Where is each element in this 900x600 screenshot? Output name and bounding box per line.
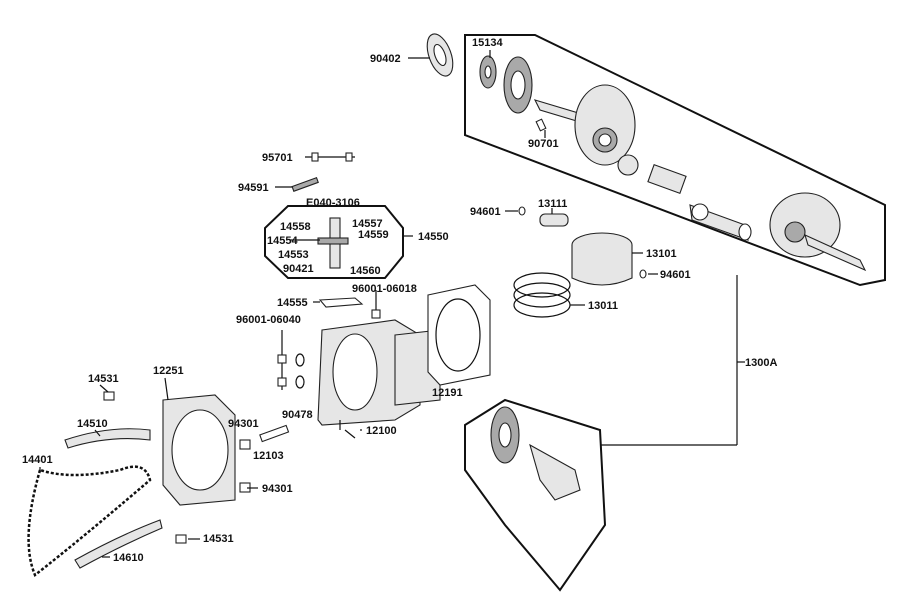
label-E040-3106: E040-3106 xyxy=(306,197,360,209)
washer-90402 xyxy=(408,33,454,77)
label-90402: 90402 xyxy=(370,53,401,65)
label-14401: 14401 xyxy=(22,454,53,466)
label-94601-bottom: 94601 xyxy=(660,269,691,281)
label-12100: 12100 xyxy=(366,425,397,437)
label-14554: 14554 xyxy=(267,235,298,247)
label-94301-bottom: 94301 xyxy=(262,483,293,495)
dowel-12103 xyxy=(259,424,290,443)
o-rings-90478 xyxy=(295,353,305,389)
label-90421: 90421 xyxy=(283,263,314,275)
label-14531-bottom: 14531 xyxy=(203,533,234,545)
chain-guide-14610 xyxy=(74,519,163,569)
label-94591: 94591 xyxy=(238,182,269,194)
label-96001-06018: 96001-06018 xyxy=(352,283,417,295)
balancer-box xyxy=(464,398,607,592)
label-90478: 90478 xyxy=(282,409,313,421)
crankshaft-assembly-box xyxy=(464,34,886,287)
leader-lines xyxy=(39,239,362,558)
label-14550: 14550 xyxy=(418,231,449,243)
crank-half-left xyxy=(533,84,636,166)
piston-pin-13111 xyxy=(505,206,658,279)
label-94601-top: 94601 xyxy=(470,206,501,218)
bolt-14531-bottom xyxy=(175,534,187,544)
label-13111: 13111 xyxy=(538,198,567,210)
piston-13101 xyxy=(571,232,643,286)
label-14610: 14610 xyxy=(113,552,144,564)
chain-guide-14510 xyxy=(64,428,151,449)
dowel-94301-top xyxy=(239,439,251,450)
gasket-12191 xyxy=(427,284,491,386)
bolts-96001-06018 xyxy=(371,290,381,319)
bolts-96001-06040 xyxy=(277,330,287,390)
crank-pin-bearing xyxy=(617,154,752,241)
sprocket-15134 xyxy=(479,50,533,114)
key-90701 xyxy=(535,118,547,138)
part-labels: 90402 15134 90701 95701 94591 E040-3106 … xyxy=(22,37,777,564)
label-95701: 95701 xyxy=(262,152,293,164)
label-90701: 90701 xyxy=(528,138,559,150)
label-94301-top: 94301 xyxy=(228,418,259,430)
label-96001-06040: 96001-06040 xyxy=(236,314,301,326)
leader-1300A xyxy=(600,275,745,446)
label-14558: 14558 xyxy=(280,221,311,233)
label-1300A: 1300A xyxy=(745,357,777,369)
label-14559: 14559 xyxy=(358,229,389,241)
label-15134: 15134 xyxy=(472,37,503,49)
label-14510: 14510 xyxy=(77,418,108,430)
bolt-14531-top xyxy=(103,391,115,401)
label-14531-top: 14531 xyxy=(88,373,119,385)
label-12251: 12251 xyxy=(153,365,184,377)
piston-rings-13011 xyxy=(513,272,585,318)
gasket-14555 xyxy=(313,297,364,308)
label-13101: 13101 xyxy=(646,248,677,260)
label-14560: 14560 xyxy=(350,265,381,277)
label-13011: 13011 xyxy=(588,300,618,312)
cylinder-block-12100 xyxy=(317,319,441,439)
strip-94591 xyxy=(275,176,319,192)
label-12103: 12103 xyxy=(253,450,284,462)
label-12191: 12191 xyxy=(432,387,463,399)
bolts-95701 xyxy=(305,152,355,162)
label-14553: 14553 xyxy=(278,249,309,261)
tensioner-box-14550 xyxy=(264,205,413,279)
crank-half-right xyxy=(769,192,867,272)
label-14555: 14555 xyxy=(277,297,308,309)
gasket-12251 xyxy=(162,394,236,506)
label-14557: 14557 xyxy=(352,218,383,230)
